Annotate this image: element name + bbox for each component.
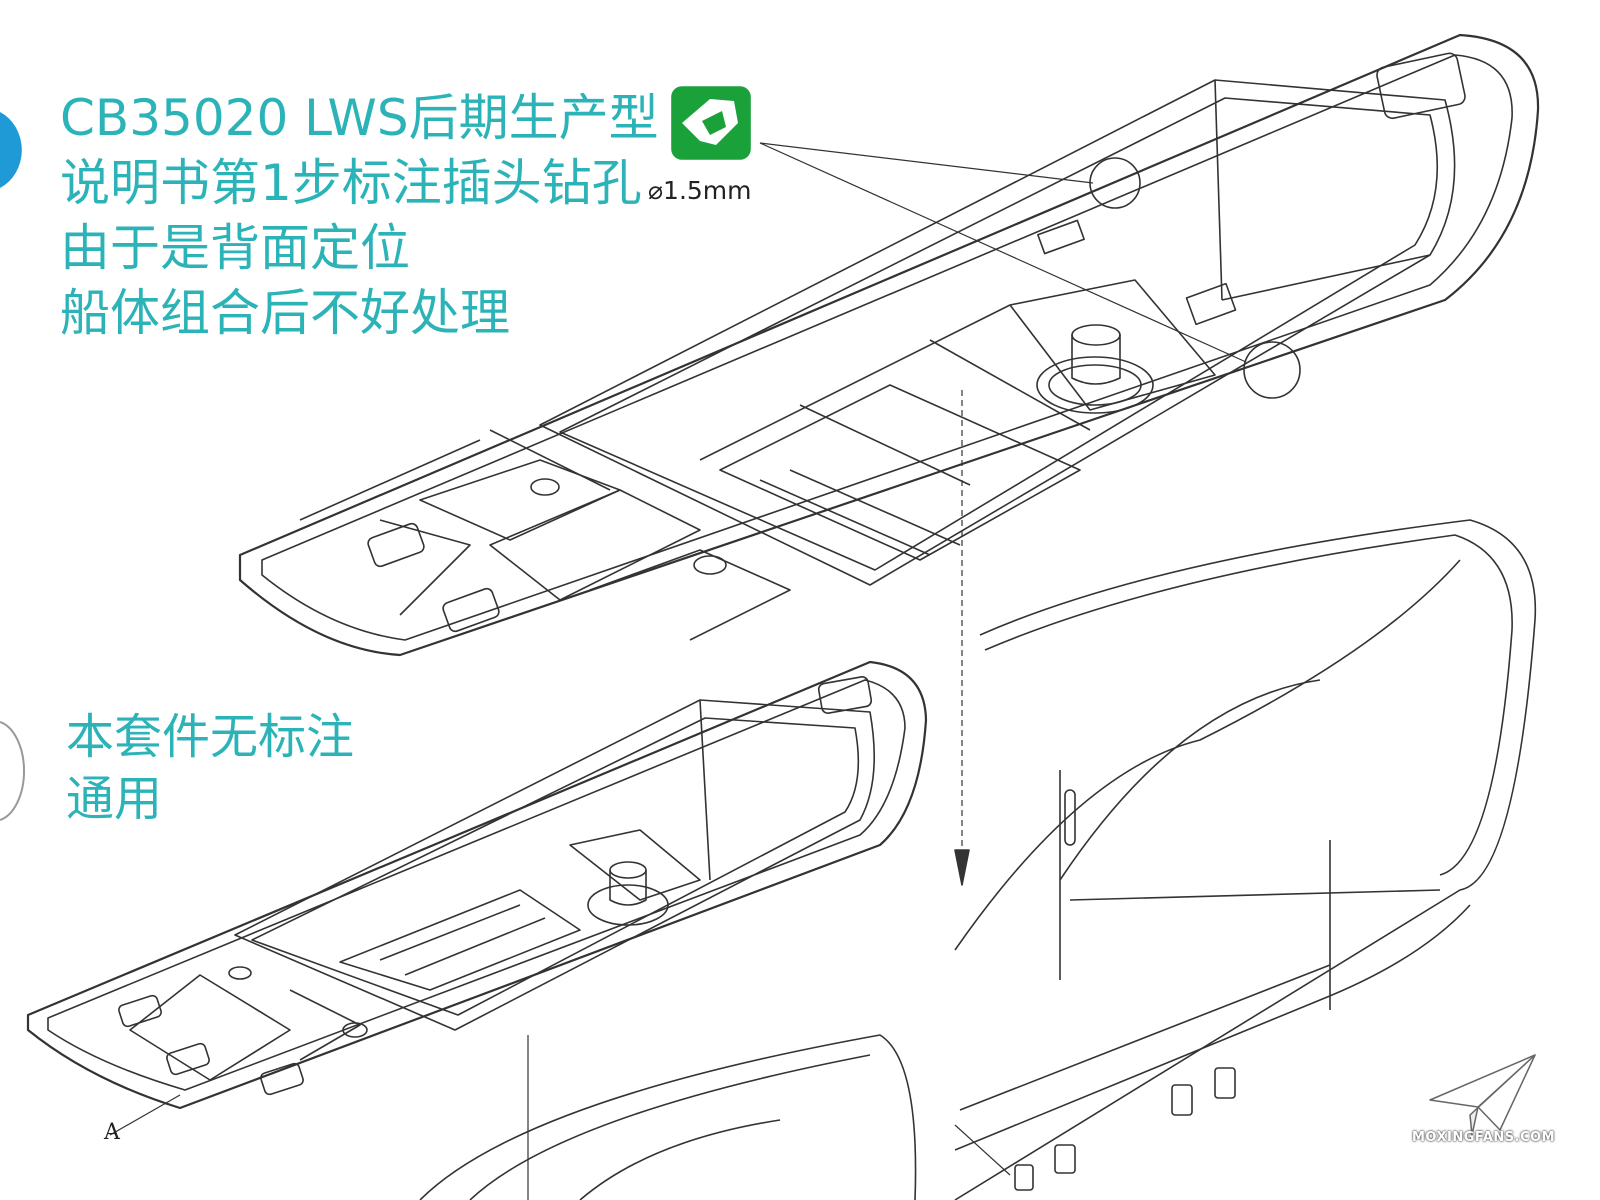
hull-underside-right: [954, 519, 1537, 1200]
hull-bottom-left: [26, 660, 928, 1200]
note-top-line-4: 船体组合后不好处理: [60, 284, 510, 342]
note-top-line-2: 说明书第1步标注插头钻孔: [60, 154, 642, 212]
note-bottom-line-1: 本套件无标注: [66, 709, 355, 765]
note-top-line-3: 由于是背面定位: [60, 219, 410, 277]
watermark-logo: [1429, 1054, 1536, 1136]
note-bottom-line-2: 通用: [66, 771, 163, 827]
note-top-line-1: CB35020 LWS后期生产型: [60, 89, 659, 147]
watermark-text: MOXINGFANS.COM: [1412, 1130, 1556, 1145]
step-marker-outline: [0, 721, 26, 821]
step-marker-blue: [0, 112, 22, 188]
part-label: A: [104, 1120, 120, 1145]
hull-underside-left: [419, 1034, 917, 1200]
drill-icon: [671, 86, 751, 160]
note-bottom: 本套件无标注 通用: [66, 706, 354, 830]
drill-size-label: ⌀1.5mm: [648, 176, 752, 205]
hull-top: [238, 33, 1540, 886]
note-top: CB35020 LWS后期生产型 说明书第1步标注插头钻孔 由于是背面定位 船体…: [60, 86, 659, 346]
